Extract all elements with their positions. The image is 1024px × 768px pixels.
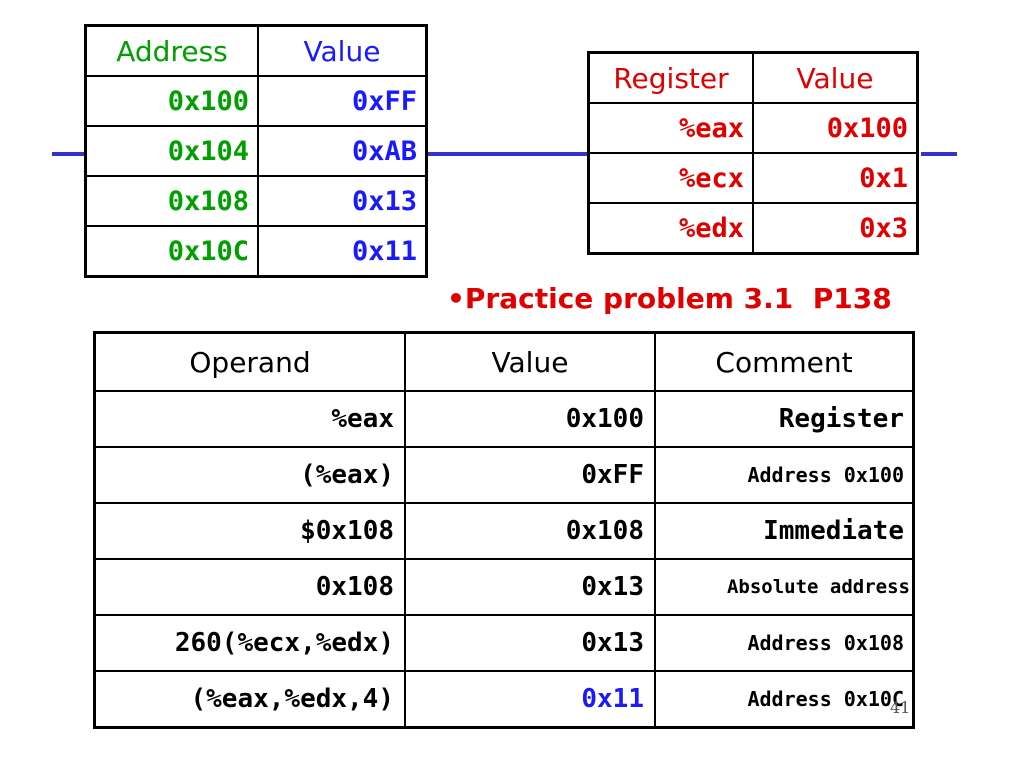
register-value-cell: 0x100	[752, 102, 919, 154]
table-row: (%eax) 0xFF Address 0x100	[93, 446, 915, 504]
register-cell: %edx	[587, 202, 754, 255]
memory-table: Address Value 0x100 0xFF 0x104 0xAB 0x10…	[84, 24, 428, 278]
table-row: %edx 0x3	[587, 202, 919, 255]
register-value-cell: 0x1	[752, 152, 919, 204]
practice-problem-note: •Practice problem 3.1 P138	[447, 282, 892, 315]
register-table: Register Value %eax 0x100 %ecx 0x1 %edx …	[587, 51, 919, 255]
address-header: Address	[84, 24, 259, 77]
table-row: %ecx 0x1	[587, 152, 919, 204]
operand-cell: 260(%ecx,%edx)	[93, 614, 406, 672]
table-row: %eax 0x100 Register	[93, 390, 915, 448]
value-cell: 0x13	[257, 175, 428, 227]
comment-cell: Address 0x10C	[654, 670, 915, 729]
address-cell: 0x108	[84, 175, 259, 227]
comment-cell: Immediate	[654, 502, 915, 560]
register-table-header: Register Value	[587, 51, 919, 104]
register-value-header: Value	[752, 51, 919, 104]
operand-cell: (%eax)	[93, 446, 406, 504]
address-cell: 0x10C	[84, 225, 259, 278]
operand-header: Operand	[93, 331, 406, 392]
operand-cell: (%eax,%edx,4)	[93, 670, 406, 729]
table-row: 0x108 0x13 Absolute address	[93, 558, 915, 616]
value-cell: 0x13	[404, 558, 656, 616]
value-cell: 0xFF	[404, 446, 656, 504]
register-cell: %eax	[587, 102, 754, 154]
operand-cell: 0x108	[93, 558, 406, 616]
register-value-cell: 0x3	[752, 202, 919, 255]
operand-table: Operand Value Comment %eax 0x100 Registe…	[93, 331, 915, 729]
table-row: 0x100 0xFF	[84, 75, 428, 127]
value-cell: 0x100	[404, 390, 656, 448]
comment-cell: Address 0x100	[654, 446, 915, 504]
operand-table-header: Operand Value Comment	[93, 331, 915, 392]
middle-connector-line	[426, 152, 589, 156]
table-row: (%eax,%edx,4) 0x11 Address 0x10C	[93, 670, 915, 729]
value-header: Value	[404, 331, 656, 392]
page-number: 41	[890, 698, 911, 717]
table-row: 0x108 0x13	[84, 175, 428, 227]
value-cell: 0xFF	[257, 75, 428, 127]
memory-table-header: Address Value	[84, 24, 428, 77]
right-connector-line	[921, 152, 957, 156]
comment-cell: Absolute address	[654, 558, 915, 616]
table-row: 0x10C 0x11	[84, 225, 428, 278]
comment-cell: Address 0x108	[654, 614, 915, 672]
value-cell: 0x108	[404, 502, 656, 560]
table-row: %eax 0x100	[587, 102, 919, 154]
value-cell: 0xAB	[257, 125, 428, 177]
value-header: Value	[257, 24, 428, 77]
comment-cell: Register	[654, 390, 915, 448]
value-cell: 0x11	[404, 670, 656, 729]
value-cell: 0x13	[404, 614, 656, 672]
operand-cell: $0x108	[93, 502, 406, 560]
operand-cell: %eax	[93, 390, 406, 448]
comment-header: Comment	[654, 331, 915, 392]
value-cell: 0x11	[257, 225, 428, 278]
address-cell: 0x100	[84, 75, 259, 127]
table-row: 260(%ecx,%edx) 0x13 Address 0x108	[93, 614, 915, 672]
register-header: Register	[587, 51, 754, 104]
left-connector-line	[52, 152, 86, 156]
table-row: $0x108 0x108 Immediate	[93, 502, 915, 560]
register-cell: %ecx	[587, 152, 754, 204]
address-cell: 0x104	[84, 125, 259, 177]
table-row: 0x104 0xAB	[84, 125, 428, 177]
